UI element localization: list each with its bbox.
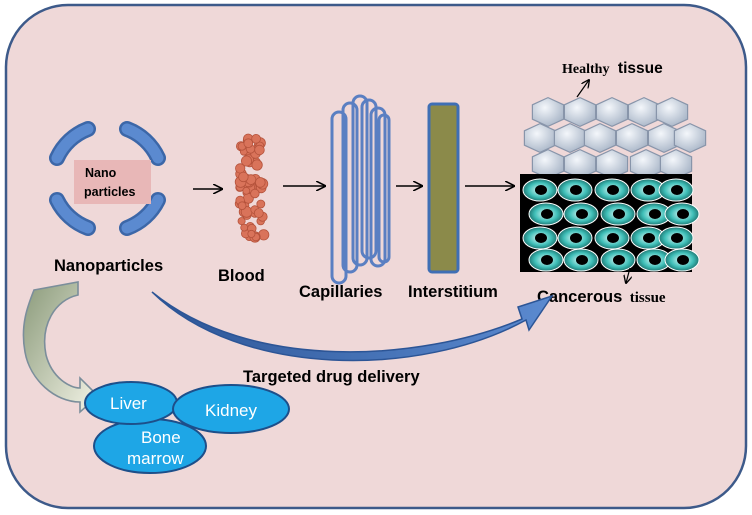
blood-label: Blood <box>218 267 265 285</box>
cancer-cell-nucleus <box>671 233 683 243</box>
blood-cell <box>251 134 261 144</box>
cancer-cell-nucleus <box>649 255 661 265</box>
cancer-cell-nucleus <box>570 233 582 243</box>
blood-cells-icon <box>234 133 270 243</box>
nanoparticle-inner-line2: particles <box>84 185 135 199</box>
blood-cell <box>242 186 251 195</box>
cancer-cell-nucleus <box>570 185 582 195</box>
blood-cell <box>256 199 266 209</box>
blood-cell <box>253 208 264 219</box>
bone-marrow-label-line1: Bone <box>141 428 181 447</box>
healthy-pointer-arrow <box>576 80 589 98</box>
healthy-tissue-cells <box>523 96 707 180</box>
cancer-cell-nucleus <box>535 185 547 195</box>
capillaries-icon <box>330 94 391 285</box>
capillary-tube <box>330 110 348 285</box>
liver-label: Liver <box>110 394 147 413</box>
cancerous-tissue-label: Cancerous tissue <box>537 288 666 306</box>
cancer-pointer-arrow <box>626 267 630 283</box>
cancer-cell-nucleus <box>541 255 553 265</box>
capillary-tube <box>360 98 378 260</box>
blood-cell <box>237 217 246 226</box>
healthy-cell <box>563 96 597 128</box>
cancer-cell-nucleus <box>541 209 553 219</box>
cancer-cell-nucleus <box>535 233 547 243</box>
nanoparticle-icon <box>49 121 166 236</box>
blood-cell <box>240 223 249 232</box>
cancer-cell-nucleus <box>643 185 655 195</box>
bone-marrow-label-line2: marrow <box>127 449 184 468</box>
blood-cell <box>243 138 254 149</box>
healthy-tissue-label: Healthy tissue <box>562 60 663 77</box>
cancer-cell-nucleus <box>671 185 683 195</box>
interstitium-label: Interstitium <box>408 283 498 301</box>
targeted-delivery-arrow <box>151 291 554 362</box>
cancer-cell-nucleus <box>613 255 625 265</box>
blood-cell <box>240 155 252 167</box>
clearance-curved-arrow <box>22 281 100 414</box>
capillary-tube <box>377 113 391 264</box>
kidney-label: Kidney <box>205 401 257 420</box>
blood-cell <box>254 177 266 188</box>
healthy-cell <box>673 122 707 154</box>
healthy-cell <box>655 96 689 128</box>
capillaries-label: Capillaries <box>299 283 382 301</box>
capillary-tube <box>341 101 359 274</box>
cancer-cell-nucleus <box>613 209 625 219</box>
healthy-cell <box>531 96 565 128</box>
blood-cell <box>235 163 246 174</box>
capillary-tube <box>369 106 387 268</box>
cancer-cell-nucleus <box>643 233 655 243</box>
cancer-cell-nucleus <box>576 209 588 219</box>
capillary-tube <box>351 94 369 267</box>
kidney-organ <box>172 384 290 434</box>
healthy-cell <box>615 122 649 154</box>
nanoparticles-label: Nanoparticles <box>54 257 163 275</box>
nanoparticle-inner-line1: Nano <box>85 166 117 180</box>
targeted-delivery-label: Targeted drug delivery <box>243 368 420 386</box>
interstitium-bar <box>427 102 460 274</box>
cancer-cell-nucleus <box>607 233 619 243</box>
cancer-cell-nucleus <box>677 255 689 265</box>
cancer-cell-nucleus <box>677 209 689 219</box>
healthy-cell <box>583 122 617 154</box>
blood-cell <box>238 171 249 183</box>
blood-cell <box>250 188 260 199</box>
cancer-cell-nucleus <box>649 209 661 219</box>
blood-cell <box>247 229 256 238</box>
healthy-cell <box>595 96 629 128</box>
cancer-cell-nucleus <box>576 255 588 265</box>
blood-cell <box>251 159 263 171</box>
blood-cell <box>254 144 265 156</box>
cancer-cell-nucleus <box>607 185 619 195</box>
blood-cell <box>237 201 247 211</box>
cancerous-tissue-cells <box>520 174 700 272</box>
